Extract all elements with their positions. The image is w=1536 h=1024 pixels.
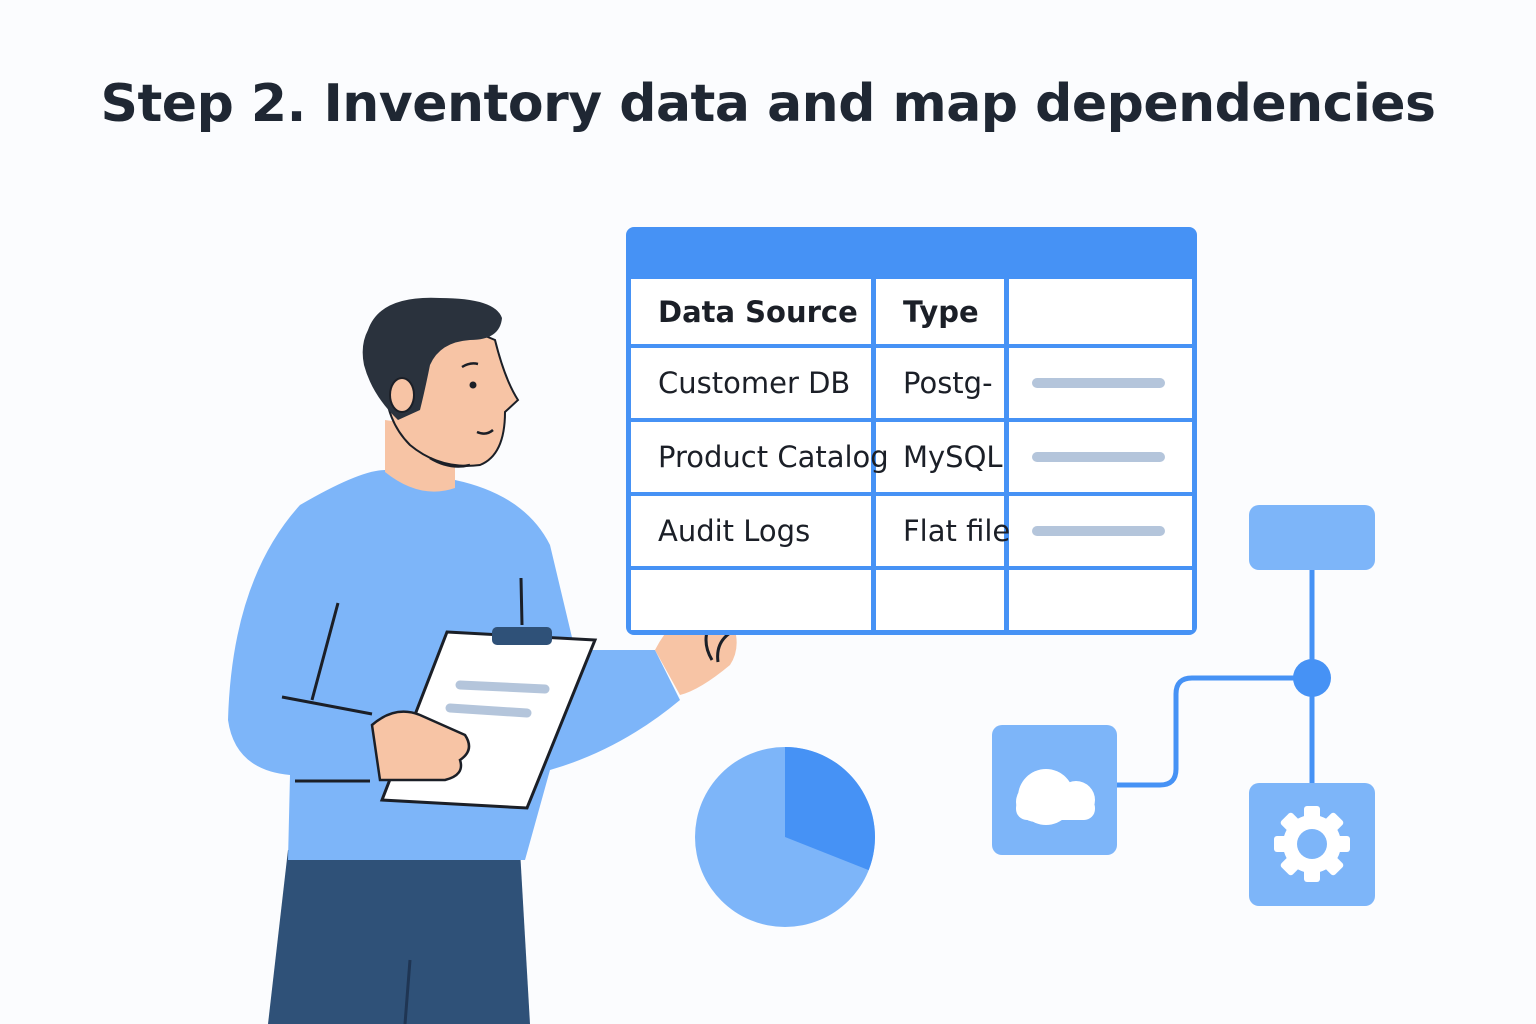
page-title: Step 2. Inventory data and map dependenc… xyxy=(100,74,1437,134)
header-extra xyxy=(1009,279,1192,344)
junction-node xyxy=(1293,659,1331,697)
pie-slice-dark xyxy=(785,747,875,871)
pants xyxy=(268,850,530,1024)
cell-type: Flat files xyxy=(876,496,1025,566)
cell-placeholder xyxy=(1009,496,1192,566)
cell-source: Audit Logs xyxy=(631,496,871,566)
holding-hand xyxy=(370,710,471,782)
header-data-source: Data Source xyxy=(631,279,871,344)
cell-placeholder xyxy=(1009,422,1192,492)
cell-type: Postg- xyxy=(876,348,1004,418)
inventory-table: Data Source Type Customer DB Postg- Prod… xyxy=(626,227,1197,635)
cell-source: Product Catalog xyxy=(658,440,889,474)
placeholder-bar xyxy=(1032,452,1165,462)
pie-chart xyxy=(695,747,875,927)
top-node-box xyxy=(1249,505,1375,570)
cell-empty xyxy=(1009,570,1192,630)
cell-source: Customer DB xyxy=(631,348,871,418)
dependency-diagram xyxy=(992,505,1375,906)
cell-type: MySQL xyxy=(876,422,1004,492)
cell-empty xyxy=(631,570,871,630)
cell-placeholder xyxy=(1009,348,1192,418)
gear-icon xyxy=(1274,806,1350,882)
connector-line xyxy=(1112,675,1312,788)
header-type: Type xyxy=(876,279,1004,344)
person xyxy=(228,297,741,1024)
cell-empty xyxy=(876,570,1004,630)
placeholder-bar xyxy=(1032,378,1165,388)
placeholder-bar xyxy=(1032,526,1165,536)
cloud-icon xyxy=(1016,769,1095,825)
